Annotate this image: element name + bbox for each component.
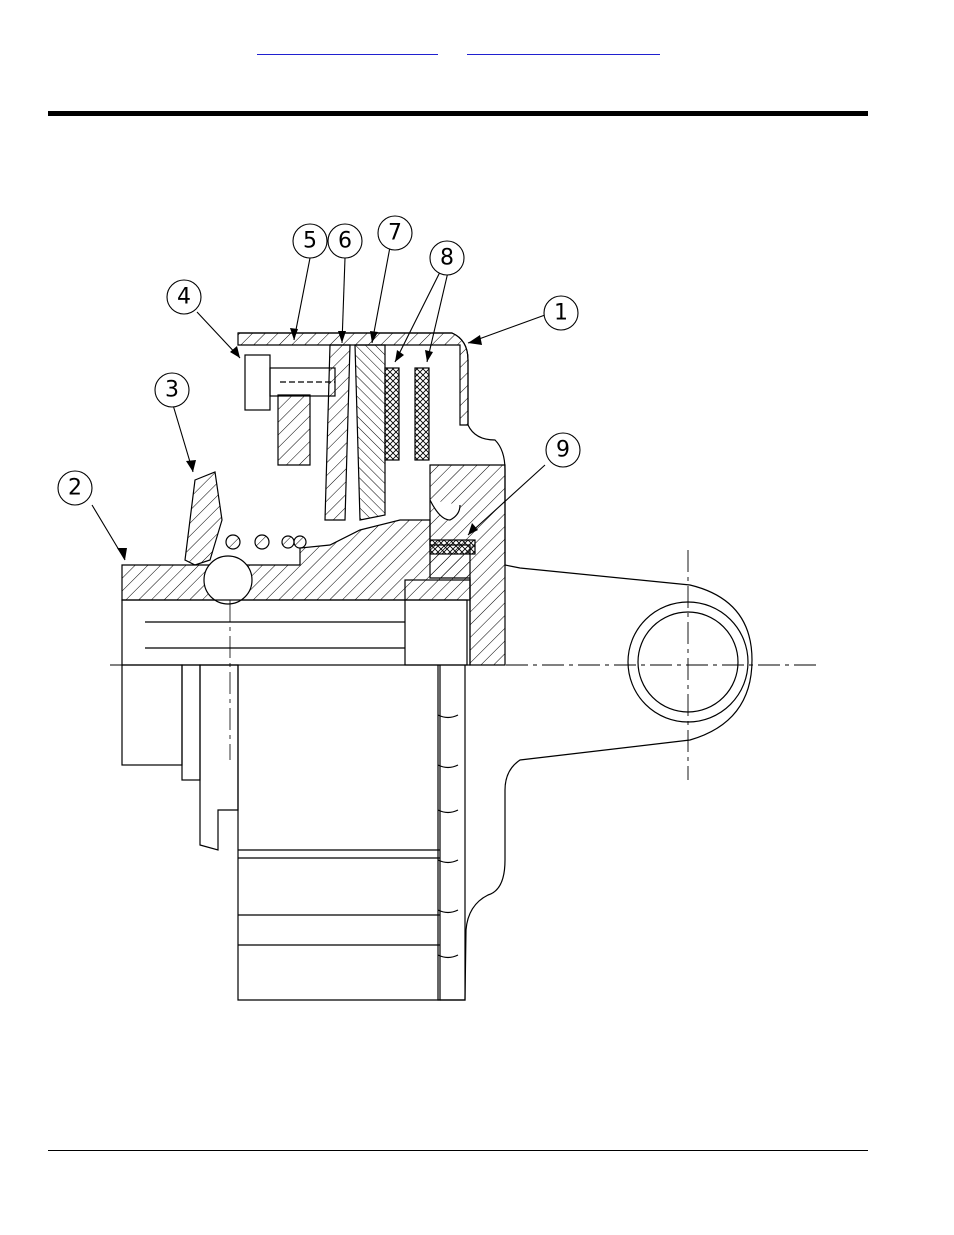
callouts bbox=[58, 216, 580, 505]
main-hub bbox=[122, 520, 470, 600]
detent-ball bbox=[204, 556, 252, 604]
hub-left bbox=[122, 665, 182, 765]
friction-disc-2 bbox=[415, 368, 429, 460]
shaft-bore bbox=[122, 600, 467, 665]
housing-outline bbox=[238, 333, 752, 1000]
callout-label-4: 4 bbox=[177, 285, 191, 310]
bottom-rule bbox=[48, 1150, 868, 1151]
callout-label-7: 7 bbox=[388, 221, 402, 246]
clutch-cross-section-diagram: 1 2 3 4 5 6 7 8 9 bbox=[48, 205, 828, 1015]
bolt-head bbox=[245, 355, 270, 410]
seal-ring bbox=[430, 540, 475, 554]
callout-label-5: 5 bbox=[303, 229, 317, 254]
housing-top-plate bbox=[238, 333, 468, 425]
pressure-plate bbox=[355, 345, 385, 520]
callout-label-3: 3 bbox=[165, 378, 179, 403]
callout-label-6: 6 bbox=[338, 229, 352, 254]
callout-label-1: 1 bbox=[554, 301, 568, 326]
spring-block bbox=[278, 395, 310, 465]
friction-disc-1 bbox=[385, 368, 399, 460]
lower-shroud bbox=[238, 665, 440, 1000]
top-rule bbox=[48, 111, 868, 116]
header-link-2[interactable] bbox=[467, 38, 660, 55]
side-plate bbox=[438, 665, 465, 1000]
lock-collar bbox=[185, 472, 222, 565]
callout-label-8: 8 bbox=[440, 246, 454, 271]
callout-label-2: 2 bbox=[68, 476, 82, 501]
header-link-1[interactable] bbox=[257, 38, 438, 55]
belleville-spring bbox=[325, 345, 350, 520]
callout-label-9: 9 bbox=[556, 438, 570, 463]
